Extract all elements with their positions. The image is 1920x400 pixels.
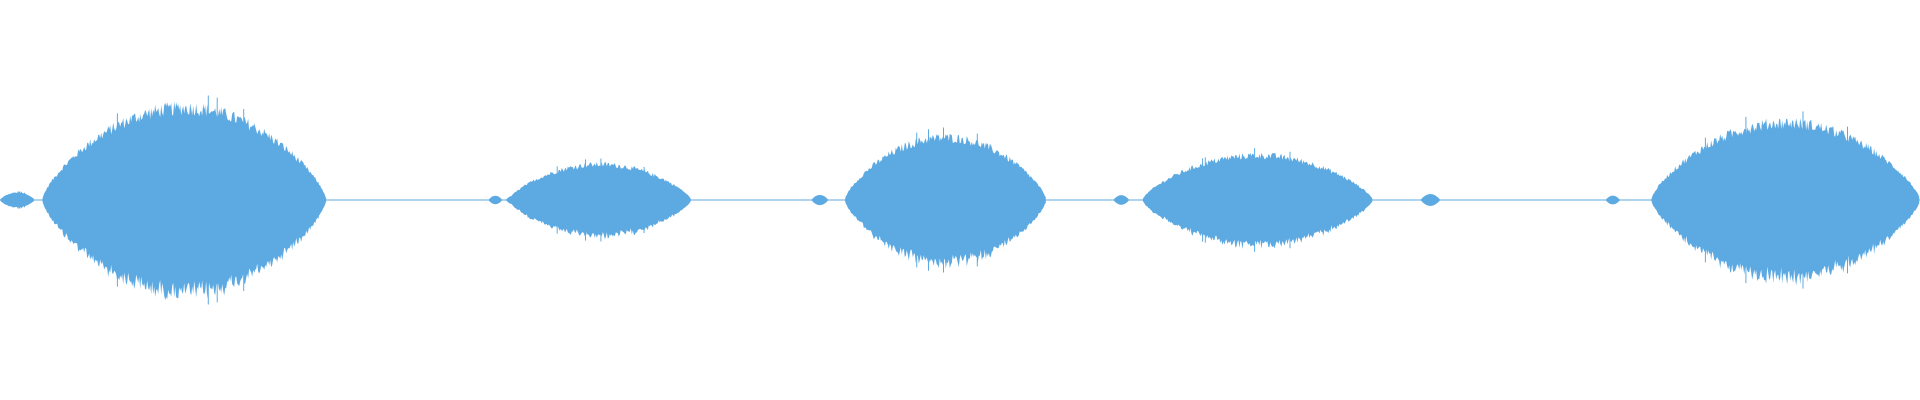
waveform-blip (1420, 194, 1441, 206)
waveform-segment (42, 101, 327, 301)
waveform-blip (505, 195, 520, 205)
waveform-blip (488, 195, 503, 205)
waveform-segment (1651, 118, 1920, 286)
waveform-segment (508, 161, 691, 239)
waveform-blips (488, 194, 1621, 206)
waveform-segment (1142, 152, 1373, 249)
waveform-segment (844, 133, 1046, 269)
waveform-segments (0, 95, 1920, 305)
waveform-segment (0, 192, 34, 208)
waveform-blip (1605, 195, 1621, 205)
waveform-blip (811, 194, 829, 206)
waveform-blip (1113, 195, 1130, 205)
